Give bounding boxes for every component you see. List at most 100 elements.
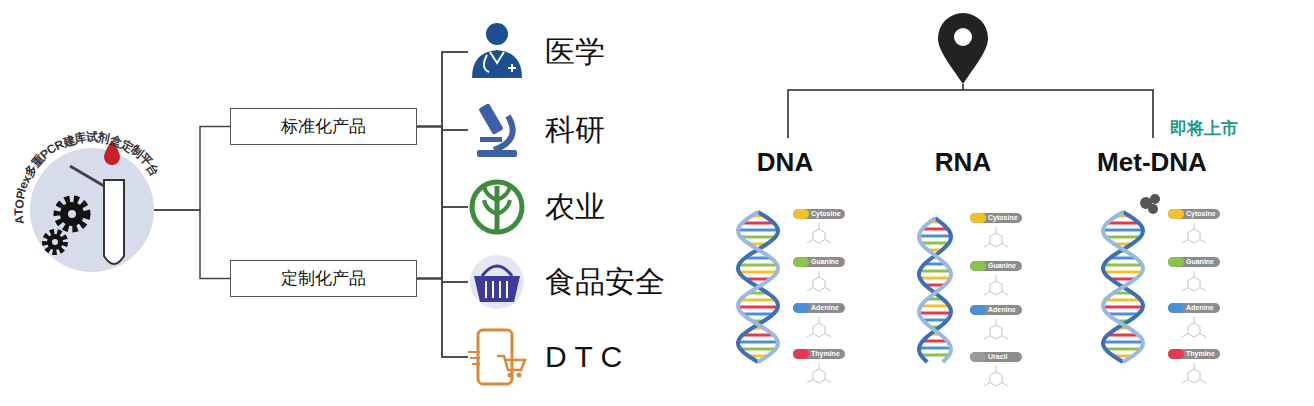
tag-cap	[970, 261, 986, 271]
base-name: Adenine	[1186, 303, 1214, 313]
tree-lines	[788, 84, 1153, 138]
tag-cap	[1168, 303, 1184, 313]
base-pair	[739, 264, 778, 267]
molecule-sketch	[813, 277, 825, 291]
base-pair	[1106, 236, 1141, 239]
base-pair	[919, 235, 951, 238]
base-tag	[793, 209, 1220, 386]
phone-cart-icon	[517, 373, 522, 378]
base-pair	[921, 305, 949, 308]
base-pair	[743, 313, 774, 316]
base-pair	[1108, 334, 1139, 337]
logo-arc-text: ATOPlex多重PCR建库试剂盒定制平台	[30, 148, 154, 272]
molecule-sketch	[807, 317, 831, 337]
molecule-sketch	[807, 223, 831, 243]
item-label: D T C	[545, 340, 622, 374]
microscope-icon	[480, 137, 502, 142]
microscope-icon	[477, 103, 517, 157]
doctor-icon	[490, 52, 504, 63]
tag-cap	[1168, 209, 1184, 219]
base-pair	[742, 222, 774, 225]
helix-strand	[919, 218, 951, 362]
platform-logo: ATOPlex多重PCR建库试剂盒定制平台	[30, 148, 154, 272]
bracket-connector	[417, 130, 468, 279]
tag-pill	[793, 257, 845, 267]
bracket-connector	[154, 210, 230, 279]
base-name: Cytosine	[811, 209, 841, 219]
base-name: Adenine	[988, 305, 1016, 315]
tag-cap	[970, 213, 986, 223]
application-item: 食品安全	[468, 257, 665, 307]
helix-strand	[738, 212, 778, 362]
molecule-title: RNA	[935, 147, 991, 178]
methyl-group	[1140, 194, 1160, 214]
agriculture-icon	[484, 186, 510, 214]
molecule-sketch	[990, 325, 1002, 339]
logo-emblem	[45, 232, 65, 252]
microscope-icon	[494, 116, 513, 150]
tag-cap	[793, 209, 809, 219]
doctor-icon	[486, 23, 508, 45]
base-pair	[1105, 348, 1140, 351]
base-pair	[740, 348, 775, 351]
tag-cap	[970, 305, 986, 315]
base-pair	[921, 354, 949, 357]
base-pair	[1103, 229, 1143, 232]
tag-cap	[793, 303, 809, 313]
base-pair	[1103, 306, 1143, 309]
molecule-sketch	[1188, 277, 1200, 291]
molecule-sketch	[1182, 223, 1206, 243]
molecule-sketch	[990, 372, 1002, 386]
bracket-connector	[154, 127, 230, 211]
product-box: 标准化产品	[230, 108, 417, 145]
item-label: 食品安全	[545, 262, 665, 303]
base-pair	[920, 277, 950, 280]
agriculture-icon	[472, 182, 522, 232]
base-pair	[921, 242, 949, 245]
phone-cart-icon	[478, 330, 512, 384]
helix-strand	[1103, 212, 1143, 362]
bracket-connector	[417, 279, 468, 358]
base-name: Guanine	[811, 257, 839, 267]
tag-pill	[793, 303, 845, 313]
tag-cap	[793, 349, 809, 359]
base-pair	[922, 228, 947, 231]
bracket-connector	[417, 207, 468, 279]
tag-pill	[1168, 349, 1220, 359]
logo-emblem	[70, 166, 104, 186]
tag-pill	[1168, 257, 1220, 267]
base-pair	[919, 312, 951, 315]
logo-emblem	[68, 210, 76, 218]
base-pair	[738, 341, 778, 344]
base-pair	[738, 229, 778, 232]
base-name: Cytosine	[988, 213, 1018, 223]
logo-arc-char: A	[12, 215, 27, 226]
base-name: Thymine	[811, 349, 840, 359]
agriculture-icon	[495, 186, 500, 230]
bracket-connector	[417, 127, 468, 283]
molecule-sketch	[813, 323, 825, 337]
product-box: 定制化产品	[230, 260, 417, 297]
item-label: 医学	[545, 32, 605, 73]
application-item: 农业	[468, 182, 605, 232]
molecule-sketch	[1188, 229, 1200, 243]
molecule-sketch	[1188, 369, 1200, 383]
logo-arc-char: O	[12, 199, 27, 209]
doctor-icon	[508, 64, 516, 72]
tag-pill	[970, 261, 1022, 271]
molecule-sketch	[1182, 363, 1206, 383]
base-name: Adenine	[811, 303, 839, 313]
application-item: 医学	[468, 27, 605, 77]
molecule-sketch	[1182, 271, 1206, 291]
basket-icon	[474, 276, 520, 302]
helix-strand	[919, 218, 951, 362]
logo-emblem	[52, 239, 58, 245]
logo-emblem	[30, 140, 154, 272]
phone-cart-icon	[508, 373, 513, 378]
tag-pill	[793, 209, 845, 219]
helix-figure	[738, 212, 1143, 362]
base-pair	[1104, 271, 1142, 274]
base-pair	[1105, 299, 1140, 302]
